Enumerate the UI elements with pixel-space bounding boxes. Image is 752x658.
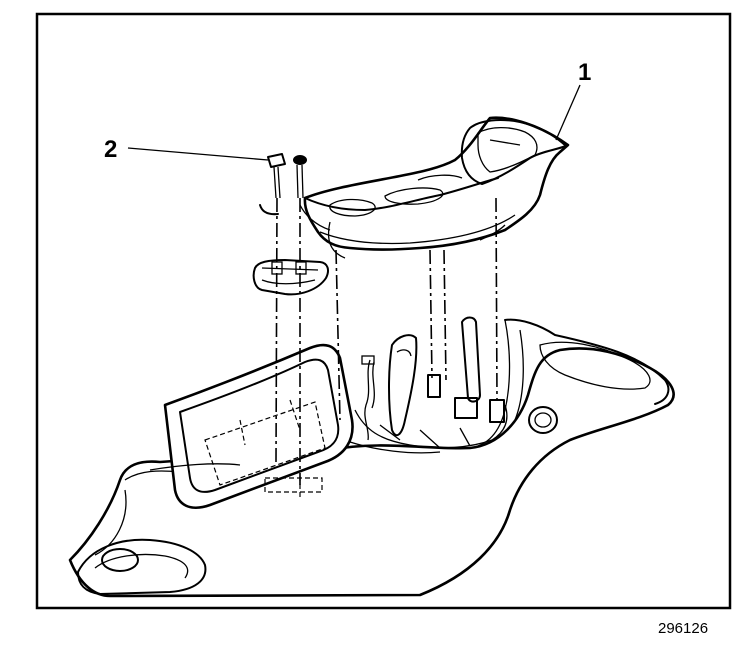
console-bracket [252, 259, 329, 296]
alignment-lines [264, 197, 498, 498]
leader-line-1 [555, 84, 581, 141]
callout-1-label: 1 [578, 59, 591, 86]
mounting-bolts [267, 153, 307, 199]
leader-line-2 [127, 147, 269, 161]
figure-number: 296126 [658, 620, 709, 637]
console-upper-armrest [259, 116, 570, 259]
callout-leaders [127, 84, 581, 161]
storage-compartment [149, 343, 441, 510]
diagram-border [35, 12, 732, 610]
bolt-left [267, 153, 286, 199]
bolt-right [293, 155, 307, 199]
shifter-boot-area [354, 316, 508, 449]
callout-2-label: 2 [104, 136, 117, 163]
floor-console-base [68, 318, 675, 598]
